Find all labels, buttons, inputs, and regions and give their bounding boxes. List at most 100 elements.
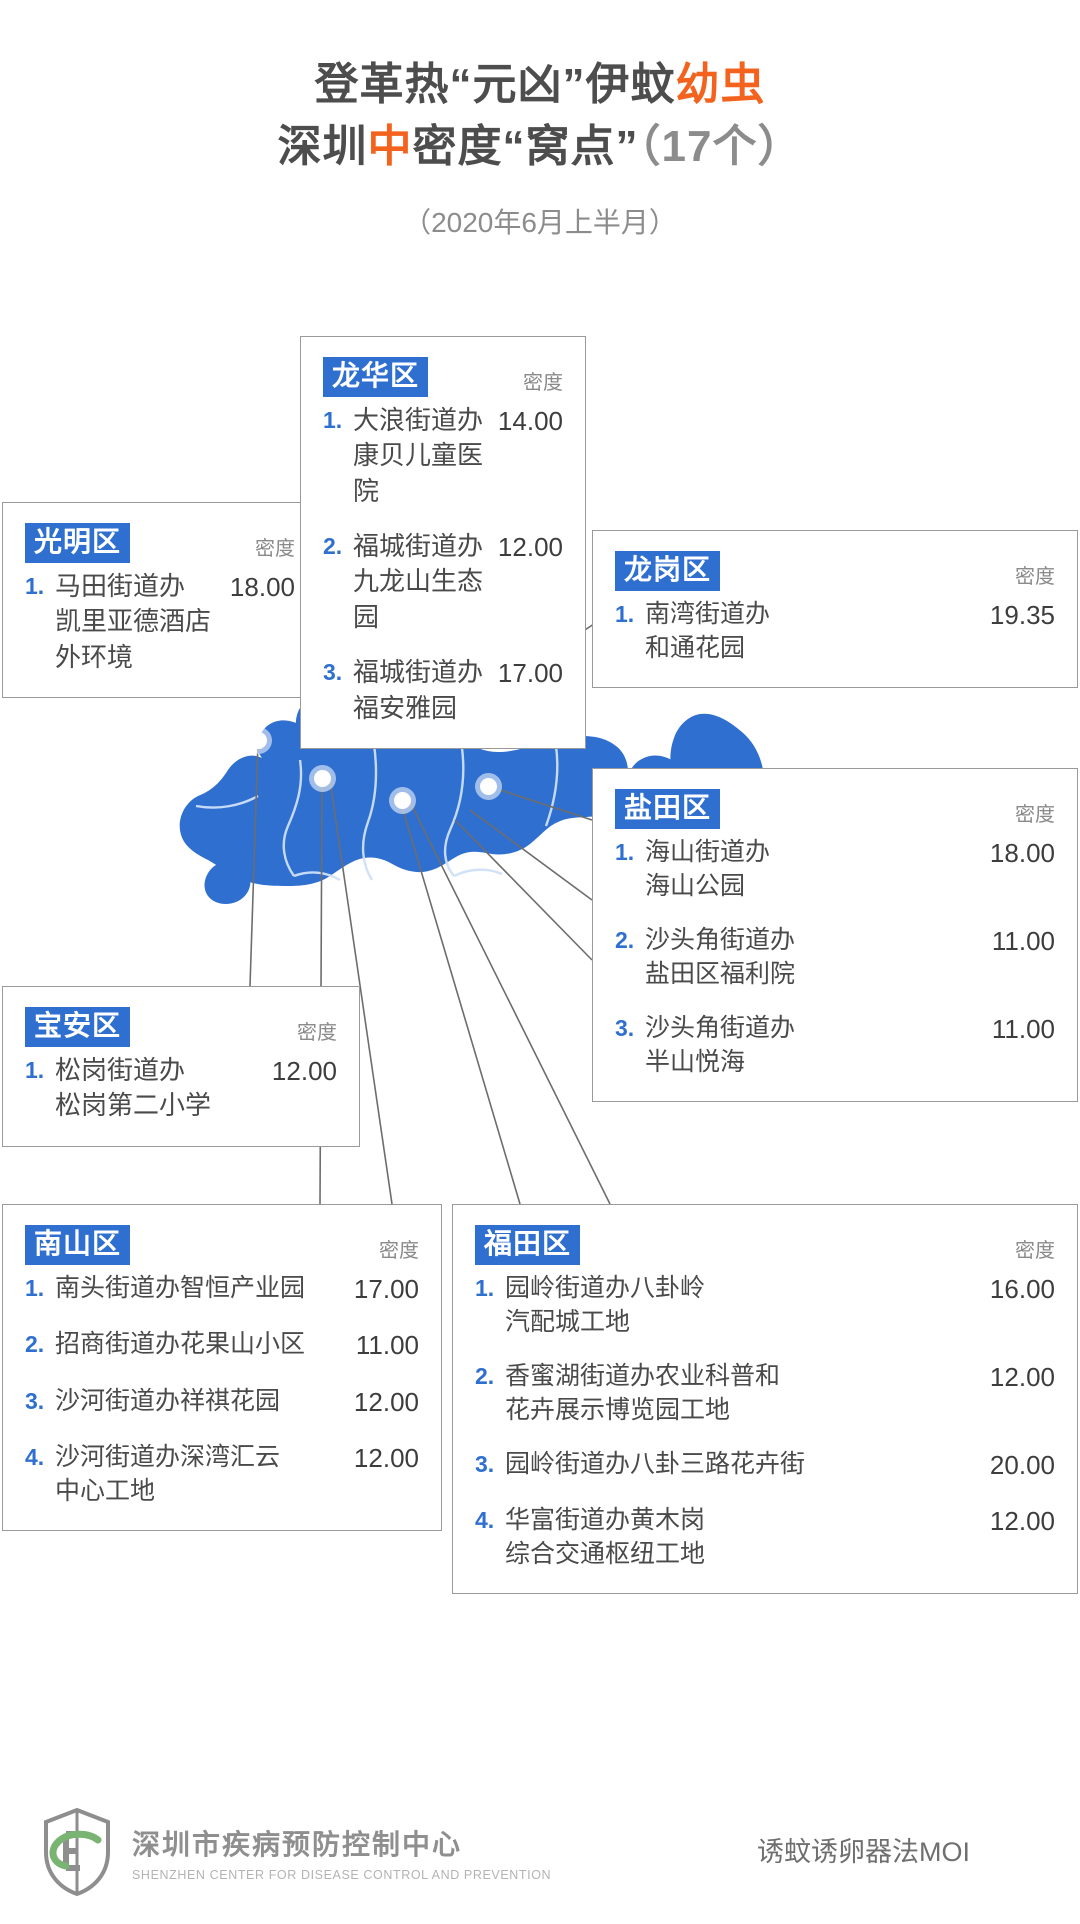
item-density: 11.00	[991, 1014, 1055, 1044]
item-place: 香蜜湖街道办农业科普和 花卉展示博览园工地	[505, 1362, 781, 1424]
list-item[interactable]: 1. 海山街道办 海山公园 18.00	[615, 835, 1055, 903]
item-place: 沙头角街道办 盐田区福利院	[645, 926, 796, 988]
item-density: 17.00	[353, 1274, 419, 1304]
list-item[interactable]: 2. 福城街道办 九龙山生态园 12.00	[323, 529, 563, 635]
card-header: 光明区 密度	[25, 523, 295, 564]
item-place: 园岭街道办八卦三路花卉街	[505, 1450, 806, 1478]
logo-text: 深圳市疾病预防控制中心 SHENZHEN CENTER FOR DISEASE …	[132, 1823, 551, 1882]
list-item[interactable]: 4. 沙河街道办深湾汇云 中心工地 12.00	[25, 1440, 419, 1508]
item-place: 福城街道办 九龙山生态园	[353, 531, 484, 632]
list-item[interactable]: 2. 香蜜湖街道办农业科普和 花卉展示博览园工地 12.00	[475, 1359, 1055, 1427]
item-density: 17.00	[497, 658, 563, 689]
site-list: 1. 马田街道办 凯里亚德酒店 外环境 18.00	[25, 569, 295, 675]
card-futian[interactable]: 福田区 密度 1. 园岭街道办八卦岭 汽配城工地 16.00 2. 香蜜湖街道办…	[452, 1204, 1078, 1595]
district-badge: 龙岗区	[615, 551, 721, 592]
map-marker-futian	[394, 792, 411, 809]
site-list: 1. 海山街道办 海山公园 18.00 2. 沙头角街道办 盐田区福利院 11.…	[615, 835, 1055, 1079]
item-index: 2.	[615, 927, 635, 953]
item-index: 1.	[475, 1275, 495, 1301]
density-label: 密度	[379, 1240, 419, 1262]
list-item[interactable]: 3. 福城街道办 福安雅园 17.00	[323, 655, 563, 726]
list-item[interactable]: 1. 南头街道办智恒产业园 17.00	[25, 1271, 419, 1307]
item-index: 2.	[25, 1331, 45, 1358]
district-badge: 福田区	[475, 1225, 581, 1266]
card-guangming[interactable]: 光明区 密度 1. 马田街道办 凯里亚德酒店 外环境 18.00	[2, 502, 318, 699]
list-item[interactable]: 1. 马田街道办 凯里亚德酒店 外环境 18.00	[25, 569, 295, 675]
item-place: 松岗街道办 松岗第二小学	[55, 1055, 212, 1121]
item-index: 1.	[615, 601, 635, 627]
item-index: 2.	[475, 1363, 495, 1389]
logo-group: 深圳市疾病预防控制中心 SHENZHEN CENTER FOR DISEASE …	[40, 1806, 551, 1898]
card-longgang[interactable]: 龙岗区 密度 1. 南湾街道办 和通花园 19.35	[592, 530, 1078, 688]
title-count: （17个）	[638, 122, 803, 172]
list-item[interactable]: 3. 沙头角街道办 半山悦海 11.00	[615, 1011, 1055, 1079]
card-header: 龙华区 密度	[323, 357, 563, 398]
page-title-line1: 登革热“元凶”伊蚊幼虫	[0, 54, 1080, 116]
density-label: 密度	[1015, 804, 1055, 826]
item-density: 18.00	[989, 838, 1055, 868]
card-header: 宝安区 密度	[25, 1007, 337, 1048]
page-subtitle: （2020年6月上半月）	[403, 206, 677, 238]
card-yantian[interactable]: 盐田区 密度 1. 海山街道办 海山公园 18.00 2. 沙头角街道办 盐田区…	[592, 768, 1078, 1102]
district-badge: 南山区	[25, 1225, 131, 1266]
item-place: 福城街道办 福安雅园	[353, 657, 484, 723]
item-place: 南湾街道办 和通花园	[645, 600, 771, 662]
item-index: 3.	[615, 1015, 635, 1041]
list-item[interactable]: 1. 大浪街道办 康贝儿童医院 14.00	[323, 403, 563, 509]
density-label: 密度	[255, 538, 295, 560]
list-item[interactable]: 1. 南湾街道办 和通花园 19.35	[615, 597, 1055, 665]
item-place: 华富街道办黄木岗 综合交通枢纽工地	[505, 1506, 706, 1569]
card-longhua[interactable]: 龙华区 密度 1. 大浪街道办 康贝儿童医院 14.00 2. 福城街道办 九龙…	[300, 336, 586, 749]
title-density-level: 中	[367, 122, 413, 172]
item-index: 1.	[323, 407, 343, 433]
item-place: 南头街道办智恒产业园	[55, 1274, 306, 1302]
item-index: 3.	[25, 1387, 45, 1414]
item-index: 3.	[323, 659, 343, 686]
item-place: 沙头角街道办 半山悦海	[645, 1014, 796, 1076]
footer: 深圳市疾病预防控制中心 SHENZHEN CENTER FOR DISEASE …	[0, 1800, 1080, 1910]
site-list: 1. 南头街道办智恒产业园 17.00 2. 招商街道办花果山小区 11.00 …	[25, 1271, 419, 1508]
title-part-main: 登革热“元凶”伊蚊	[314, 60, 676, 109]
item-density: 14.00	[497, 406, 563, 436]
item-density: 12.00	[271, 1056, 337, 1086]
district-badge: 光明区	[25, 523, 131, 564]
page-title-line2: 深圳中密度“窝点”（17个）	[0, 116, 1080, 178]
title-city: 深圳	[277, 122, 368, 172]
item-density: 18.00	[229, 572, 295, 602]
title-block: 登革热“元凶”伊蚊幼虫 深圳中密度“窝点”（17个） （2020年6月上半月）	[0, 54, 1080, 241]
list-item[interactable]: 1. 园岭街道办八卦岭 汽配城工地 16.00	[475, 1271, 1055, 1339]
card-baoan[interactable]: 宝安区 密度 1. 松岗街道办 松岗第二小学 12.00	[2, 986, 360, 1147]
list-item[interactable]: 2. 招商街道办花果山小区 11.00	[25, 1327, 419, 1363]
item-place: 沙河街道办深湾汇云 中心工地	[55, 1443, 281, 1506]
item-density: 19.35	[989, 600, 1055, 630]
item-index: 4.	[475, 1507, 495, 1534]
item-index: 4.	[25, 1444, 45, 1471]
item-index: 1.	[615, 839, 635, 865]
list-item[interactable]: 2. 沙头角街道办 盐田区福利院 11.00	[615, 923, 1055, 991]
item-density: 12.00	[989, 1506, 1055, 1537]
item-density: 11.00	[355, 1330, 419, 1361]
district-badge: 龙华区	[323, 357, 429, 398]
item-index: 1.	[25, 573, 45, 599]
site-list: 1. 南湾街道办 和通花园 19.35	[615, 597, 1055, 665]
item-place: 大浪街道办 康贝儿童医院	[353, 405, 484, 506]
list-item[interactable]: 1. 松岗街道办 松岗第二小学 12.00	[25, 1053, 337, 1124]
district-badge: 盐田区	[615, 789, 721, 830]
card-header: 南山区 密度	[25, 1225, 419, 1266]
item-index: 1.	[25, 1275, 45, 1301]
map-marker-baoan	[250, 732, 267, 749]
item-place: 海山街道办 海山公园	[645, 838, 771, 900]
card-header: 龙岗区 密度	[615, 551, 1055, 592]
card-nanshan[interactable]: 南山区 密度 1. 南头街道办智恒产业园 17.00 2. 招商街道办花果山小区…	[2, 1204, 442, 1532]
density-label: 密度	[1015, 1240, 1055, 1262]
list-item[interactable]: 4. 华富街道办黄木岗 综合交通枢纽工地 12.00	[475, 1503, 1055, 1571]
list-item[interactable]: 3. 沙河街道办祥祺花园 12.00	[25, 1384, 419, 1420]
item-density: 20.00	[989, 1450, 1055, 1480]
item-density: 12.00	[353, 1386, 419, 1417]
item-index: 1.	[25, 1057, 45, 1083]
list-item[interactable]: 3. 园岭街道办八卦三路花卉街 20.00	[475, 1447, 1055, 1483]
district-badge: 宝安区	[25, 1007, 131, 1048]
item-index: 3.	[475, 1451, 495, 1477]
item-place: 马田街道办 凯里亚德酒店 外环境	[55, 571, 212, 672]
